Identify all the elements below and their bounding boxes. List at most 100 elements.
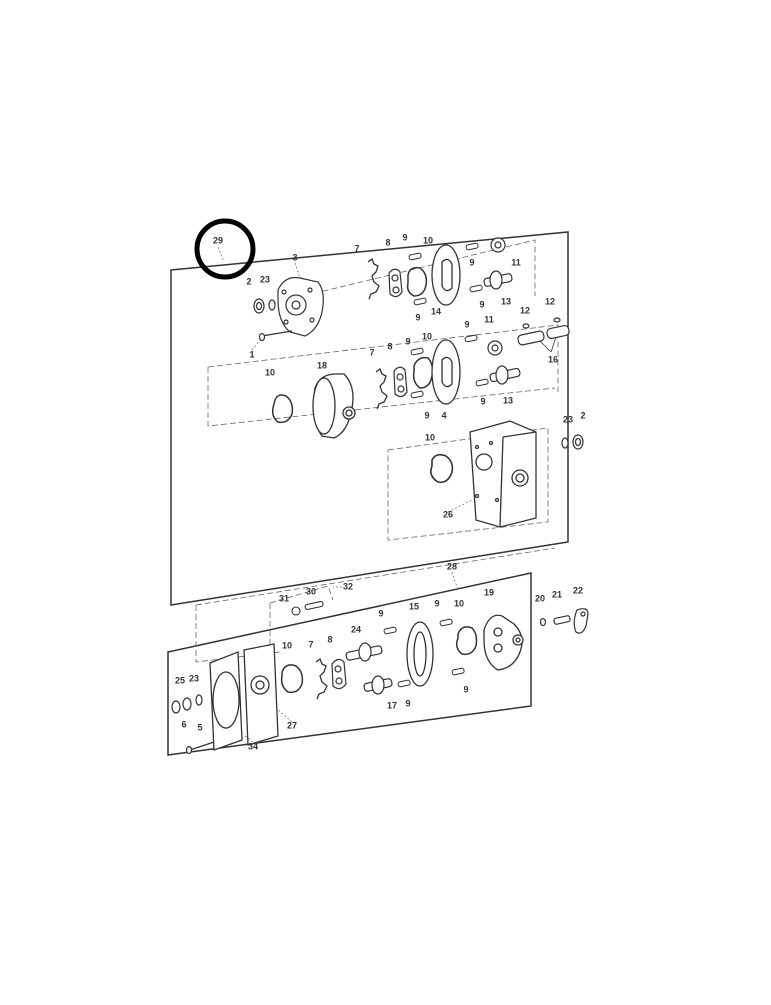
upper-assembly-frame <box>170 231 569 606</box>
part-label: 9 <box>434 598 440 609</box>
part-label: 28 <box>446 561 458 572</box>
part-label: 9 <box>378 608 384 619</box>
gasket-10-middle <box>412 356 434 389</box>
guide-line <box>269 239 536 305</box>
wear-plate-8-lower <box>331 658 347 690</box>
part-label: 6 <box>181 719 187 730</box>
front-cover-3 <box>277 276 324 337</box>
part-label: 9 <box>402 232 408 243</box>
part-label: 13 <box>502 395 514 406</box>
part-label: 14 <box>430 306 442 317</box>
part-label: 9 <box>424 410 430 421</box>
dowel-pins-9-upper <box>408 242 483 306</box>
part-label: 10 <box>424 432 436 443</box>
spring-30 <box>304 600 324 610</box>
part-label: 31 <box>278 593 290 604</box>
part-label: 30 <box>305 586 317 597</box>
part-label: 2 <box>246 276 252 287</box>
part-label: 9 <box>405 698 411 709</box>
part-label: 9 <box>463 684 469 695</box>
ball-31 <box>291 606 301 616</box>
part-label: 23 <box>259 274 271 285</box>
callout-circle-29 <box>194 218 256 280</box>
elbow-fitting-22 <box>573 608 589 634</box>
part-label: 10 <box>421 331 433 342</box>
gear-11-middle <box>487 340 503 356</box>
part-label: 11 <box>484 314 494 325</box>
coupling-shaft-16 <box>517 317 570 353</box>
dowel-pins-9-lower <box>383 618 465 688</box>
seal-2-right <box>572 434 584 450</box>
gasket-10-lower-right <box>455 626 478 656</box>
part-label: 25 <box>174 675 186 686</box>
oring-20 <box>539 617 547 627</box>
wire-seal-7-upper <box>367 257 380 300</box>
wire-seal-7-middle <box>375 367 388 410</box>
gear-housing-4 <box>431 339 461 405</box>
seal-25 <box>182 697 192 711</box>
mounting-flange-27 <box>243 643 279 746</box>
guide-line <box>387 427 549 541</box>
part-label: 10 <box>264 367 276 378</box>
part-label: 26 <box>442 509 454 520</box>
part-label: 8 <box>385 237 391 248</box>
driven-gear-17 <box>363 675 393 695</box>
drive-gear-13-upper <box>483 270 513 290</box>
part-label: 15 <box>408 601 420 612</box>
part-label: 10 <box>281 640 293 651</box>
relief-valve-kit <box>291 600 324 616</box>
part-label: 20 <box>534 593 546 604</box>
part-label: 9 <box>405 336 411 347</box>
rear-body-26 <box>469 420 537 528</box>
part-label: 9 <box>480 396 486 407</box>
ring-6 <box>171 700 181 714</box>
gasket-10-rear <box>430 453 454 484</box>
bolt-1 <box>258 330 293 342</box>
gasket-plate-34 <box>209 651 243 751</box>
part-label: 13 <box>500 296 512 307</box>
part-label: 10 <box>453 598 465 609</box>
guide-line <box>195 547 556 606</box>
part-label: 9 <box>464 319 470 330</box>
gasket-10-upper <box>406 266 428 297</box>
washer-23-upper <box>268 299 276 311</box>
gasket-10-middle-left <box>271 394 294 424</box>
part-label: 7 <box>354 243 360 254</box>
part-label: 23 <box>562 414 574 425</box>
drive-gear-24 <box>345 642 383 662</box>
lower-assembly-frame <box>167 572 532 756</box>
gear-housing-14 <box>431 244 461 306</box>
fitting-21 <box>553 615 571 625</box>
part-label: 5 <box>197 722 203 733</box>
part-label: 8 <box>327 634 333 645</box>
gear-11-upper <box>490 237 506 253</box>
part-label: 7 <box>308 639 314 650</box>
part-label: 9 <box>479 299 485 310</box>
wear-plate-8-upper <box>388 268 403 298</box>
part-label: 22 <box>572 585 584 596</box>
dowel-pins-9-middle <box>410 334 489 399</box>
part-label: 32 <box>342 581 354 592</box>
seal-2-upper <box>253 298 265 314</box>
bolt-5 <box>185 741 215 755</box>
part-label: 1 <box>249 349 255 360</box>
part-label: 17 <box>386 700 398 711</box>
washer-23-lower <box>195 694 203 706</box>
gear-housing-15 <box>406 621 434 687</box>
part-label: 18 <box>316 360 328 371</box>
part-label: 24 <box>350 624 362 635</box>
part-label: 12 <box>519 305 531 316</box>
part-label: 23 <box>188 673 200 684</box>
part-label: 12 <box>544 296 556 307</box>
part-label: 3 <box>292 252 298 263</box>
part-label: 21 <box>551 589 563 600</box>
washer-23-right <box>561 437 569 449</box>
part-label: 10 <box>422 235 434 246</box>
wear-plate-8-middle <box>393 366 408 398</box>
part-label: 8 <box>387 341 393 352</box>
part-label: 9 <box>415 312 421 323</box>
part-label: 34 <box>247 741 259 752</box>
part-label: 4 <box>441 410 447 421</box>
part-label: 11 <box>511 257 521 268</box>
